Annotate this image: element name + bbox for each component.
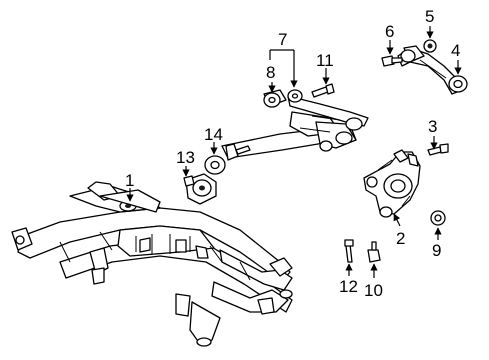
leader-2 xyxy=(393,213,401,227)
bolt-part-3 xyxy=(427,143,449,156)
callout-10: 10 xyxy=(364,281,383,300)
bolt-part-6 xyxy=(381,55,403,67)
bushing-part-14 xyxy=(204,155,226,175)
rear-crossmember xyxy=(11,181,293,347)
callout-1: 1 xyxy=(125,171,134,190)
callout-12: 12 xyxy=(339,277,358,296)
callout-2: 2 xyxy=(396,229,405,248)
callout-8: 8 xyxy=(266,63,275,82)
callout-7: 7 xyxy=(278,30,287,49)
callout-6: 6 xyxy=(385,22,394,41)
callout-13: 13 xyxy=(176,148,195,167)
leader-lines xyxy=(126,26,462,278)
arm-bushing-left xyxy=(287,89,303,103)
upper-arm-part-4 xyxy=(397,45,468,95)
callout-9: 9 xyxy=(432,241,441,260)
callout-11: 11 xyxy=(316,51,334,70)
bolt-part-10 xyxy=(367,241,381,263)
bolt-part-11 xyxy=(311,83,335,98)
bushing-part-5 xyxy=(423,39,437,53)
knuckle-part-2 xyxy=(363,149,421,218)
bushing-part-8 xyxy=(263,89,287,108)
bushing-part-9 xyxy=(430,210,446,226)
control-arm-assembly xyxy=(221,95,369,161)
bracket-part-13 xyxy=(183,173,217,205)
callout-14: 14 xyxy=(204,125,223,144)
callout-labels: 1 2 3 4 5 6 7 8 9 10 11 12 13 14 xyxy=(125,7,460,300)
bolt-part-12 xyxy=(344,239,354,263)
callout-3: 3 xyxy=(428,117,437,136)
callout-5: 5 xyxy=(425,7,434,26)
callout-4: 4 xyxy=(451,41,460,60)
